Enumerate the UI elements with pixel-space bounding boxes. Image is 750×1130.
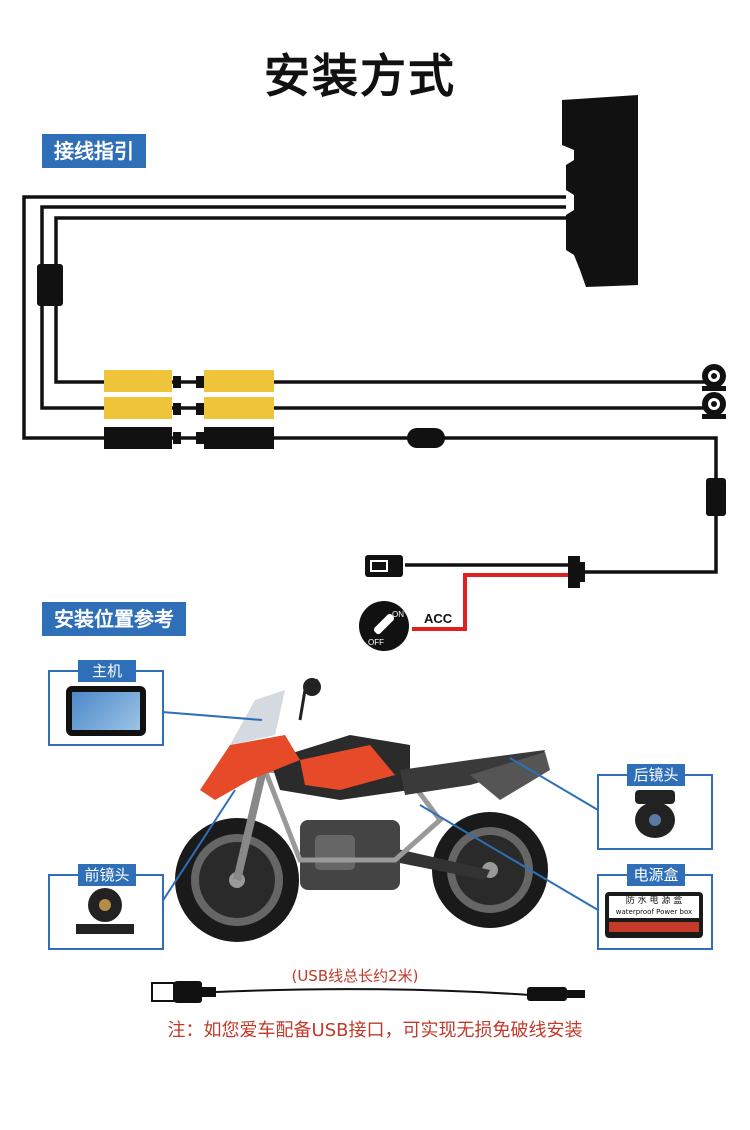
battery-icon (365, 555, 403, 577)
windshield (230, 690, 285, 745)
cable-ferrite (407, 428, 445, 448)
power-cable (22, 195, 718, 574)
callout-front-camera: 前镜头 (48, 864, 164, 950)
callout-rear-camera: 后镜头 (597, 764, 713, 850)
connector-black-1 (104, 427, 172, 449)
section-label-wiring: 接线指引 (42, 134, 146, 168)
power-box-print-en: waterproof Power box (615, 908, 693, 916)
side-panel (300, 745, 395, 790)
callout-power-box: 电源盒 防 水 电 源 盒 waterproof Power box (597, 864, 713, 950)
callout-host-tag: 主机 (78, 660, 136, 682)
rear-cam-cable (40, 205, 705, 410)
camera-end-icon-rear (702, 392, 726, 419)
line-host (161, 711, 263, 721)
y-splitter (568, 556, 585, 588)
usb-cable (151, 981, 585, 1003)
connector-black-2 (204, 427, 274, 449)
connector-yellow-4 (204, 397, 274, 419)
callout-rear-camera-tag: 后镜头 (627, 764, 685, 786)
wiring-diagram: ON OFF ACC (22, 95, 726, 651)
fuse-holder (706, 478, 726, 516)
power-box-print-cn: 防 水 电 源 盒 (625, 896, 683, 906)
host-device-image (66, 686, 146, 736)
tail (470, 752, 550, 800)
connector-yellow-2 (104, 397, 172, 419)
rear-camera-image (635, 802, 675, 838)
seat (400, 750, 545, 795)
usb-caption: (USB线总长约2米) (291, 967, 419, 985)
line-power-box (419, 804, 599, 911)
acc-label: ACC (424, 611, 453, 626)
host-unit-shape (562, 95, 638, 287)
line-front-camera (159, 789, 236, 906)
connector-yellow-1 (104, 370, 172, 392)
camera-end-icon-front (702, 364, 726, 391)
page-title: 安装方式 (264, 49, 456, 103)
rear-camera-mount (635, 790, 675, 804)
switch-on-label: ON (392, 610, 404, 619)
switch-off-label: OFF (368, 638, 384, 647)
footer-note: 注：如您爱车配备USB接口，可实现无损免破线安装 (167, 1020, 583, 1041)
callout-front-camera-tag: 前镜头 (78, 864, 136, 886)
callout-power-box-tag: 电源盒 (627, 864, 685, 886)
callout-host: 主机 (48, 660, 164, 746)
power-box-image: 防 水 电 源 盒 waterproof Power box (605, 892, 703, 938)
section-label-install: 安装位置参考 (42, 602, 186, 636)
inline-connector (37, 264, 63, 306)
acc-wire (412, 573, 568, 631)
ignition-switch-icon (359, 601, 409, 651)
front-camera-image (88, 888, 122, 922)
connector-yellow-3 (204, 370, 274, 392)
front-fairing (200, 735, 300, 800)
line-rear-camera (509, 757, 599, 811)
front-camera-mount (76, 924, 134, 934)
